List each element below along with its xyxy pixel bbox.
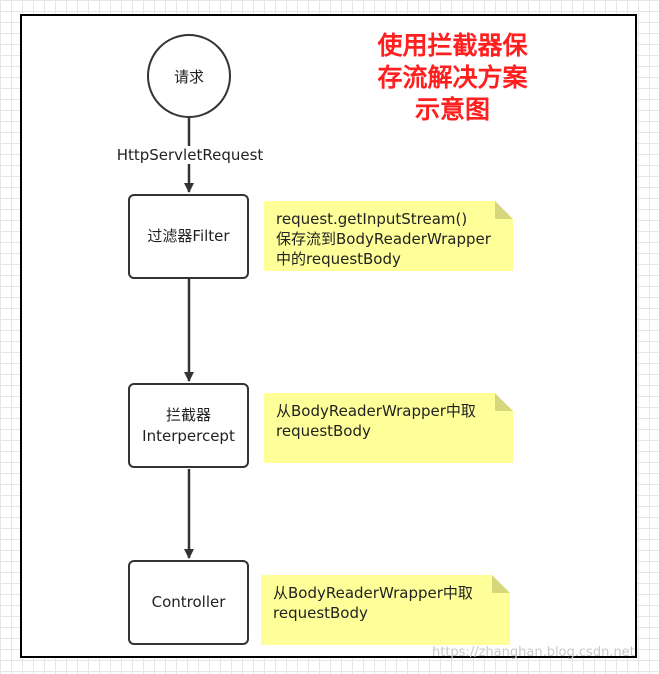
controller-note: 从BodyReaderWrapper中取 requestBody	[261, 575, 510, 645]
filter-note-line-3: 中的requestBody	[276, 250, 401, 268]
filter-note: request.getInputStream() 保存流到BodyReaderW…	[264, 201, 513, 271]
interceptor-note-line-1: 从BodyReaderWrapper中取	[276, 402, 476, 420]
interceptor-node-label-1: 拦截器	[165, 405, 211, 424]
title-line-3: 示意图	[414, 95, 490, 124]
interceptor-note-line-2: requestBody	[276, 422, 371, 440]
filter-node-label: 过滤器Filter	[147, 227, 230, 245]
diagram-title: 使用拦截器保 存流解决方案 示意图	[350, 30, 555, 126]
request-node-label: 请求	[173, 67, 204, 86]
interceptor-node: 拦截器 Interpercept	[128, 383, 249, 468]
filter-note-line-1: request.getInputStream()	[276, 210, 468, 228]
edge-label-httpservletrequest: HttpServletRequest	[110, 146, 270, 164]
filter-note-line-2: 保存流到BodyReaderWrapper	[276, 230, 491, 248]
filter-node: 过滤器Filter	[128, 194, 249, 279]
controller-note-line-2: requestBody	[273, 604, 368, 622]
interceptor-note: 从BodyReaderWrapper中取 requestBody	[264, 393, 513, 463]
title-line-1: 使用拦截器保	[377, 31, 528, 60]
request-node: 请求	[147, 34, 231, 118]
controller-note-line-1: 从BodyReaderWrapper中取	[273, 584, 473, 602]
controller-node: Controller	[128, 560, 249, 645]
watermark: https://zhanghan.blog.csdn.net	[432, 645, 635, 660]
title-line-2: 存流解决方案	[377, 63, 528, 92]
interceptor-node-label-2: Interpercept	[142, 426, 235, 445]
diagram-frame	[20, 14, 637, 658]
controller-node-label: Controller	[151, 593, 226, 611]
